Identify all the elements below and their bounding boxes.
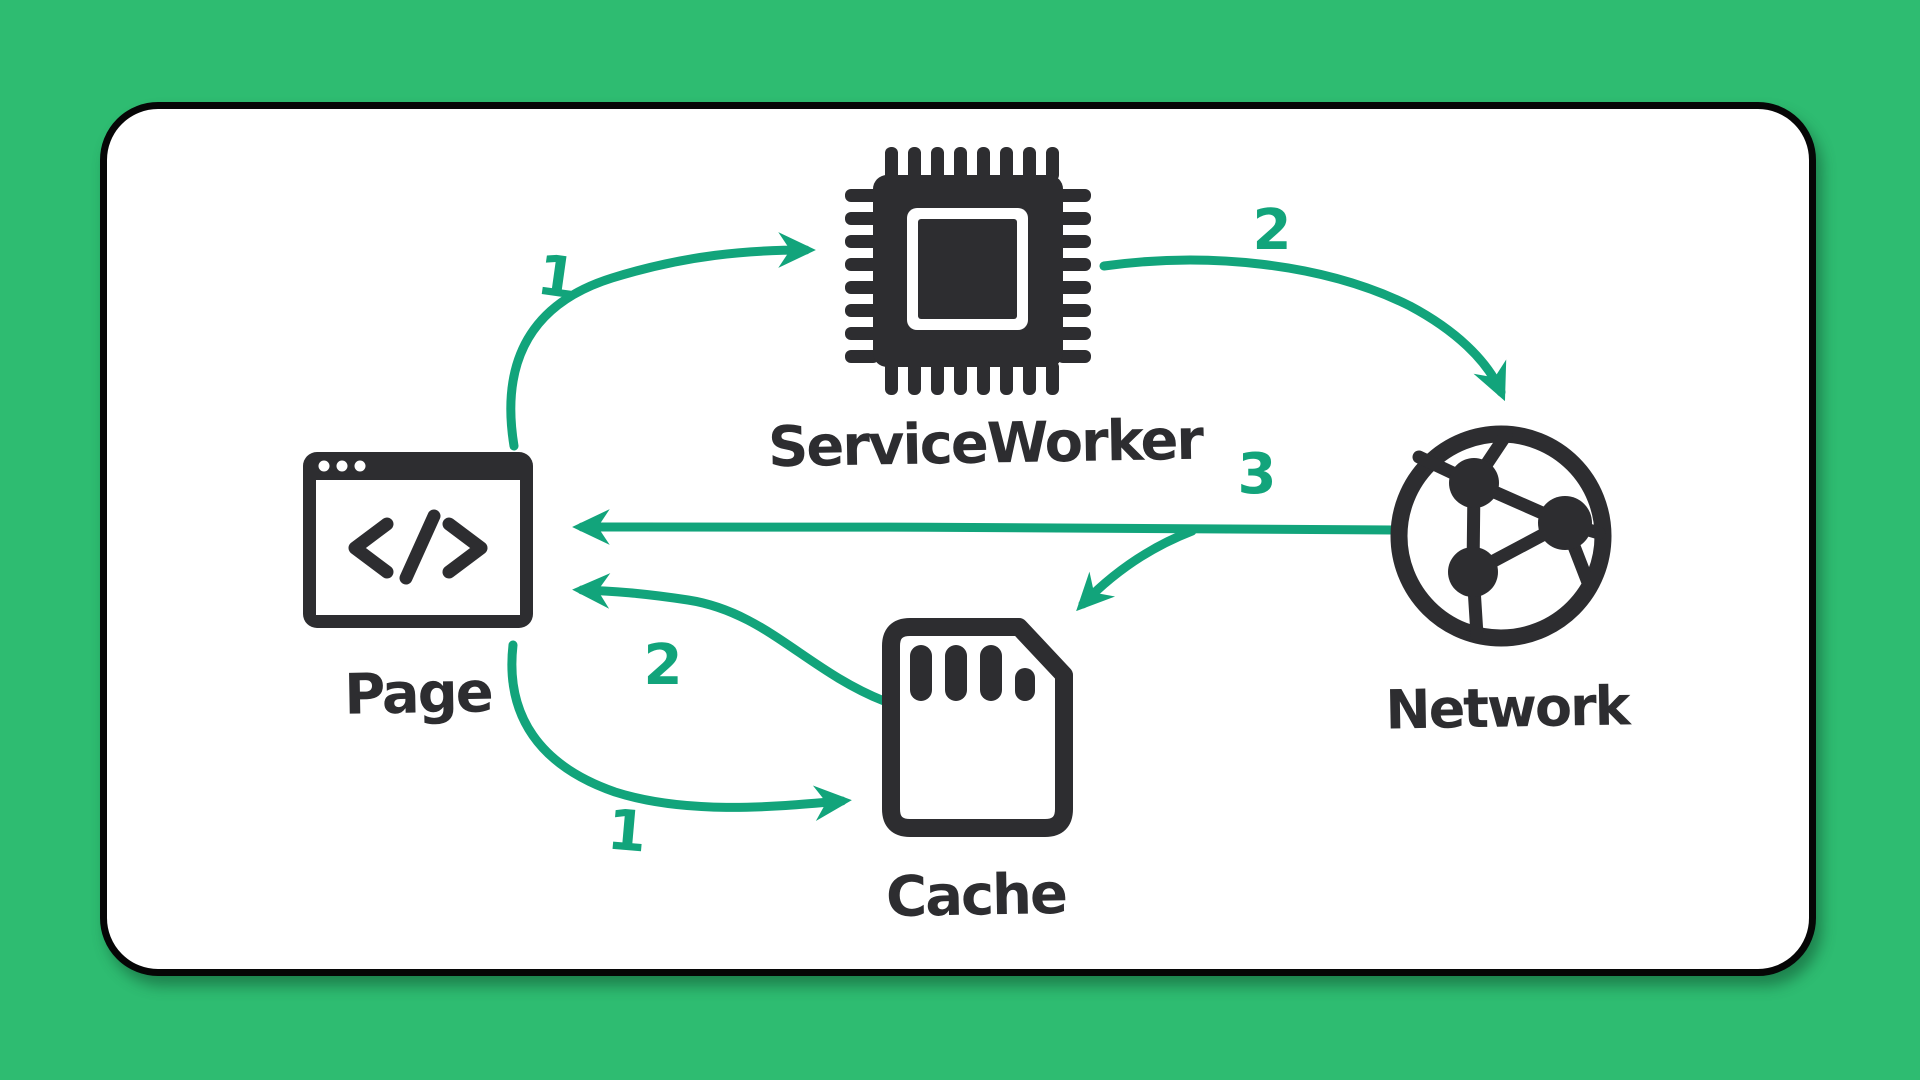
sd-card-icon [882,618,1073,837]
step-1-page-to-cache: 1 [604,797,650,866]
browser-window-code-icon [303,452,533,628]
step-3-network-to-page: 3 [1237,442,1277,507]
step-2-serviceworker-to-network: 2 [1252,198,1292,263]
globe-network-icon [1390,425,1612,647]
cpu-chip-icon [845,147,1091,395]
cache-label: Cache [885,861,1067,931]
step-2-cache-to-page: 2 [643,633,683,698]
step-1-page-to-serviceworker: 1 [533,242,581,313]
page-label: Page [343,660,493,728]
code-brackets-glyph [348,509,488,585]
serviceworker-label: ServiceWorker [767,407,1203,481]
network-label: Network [1384,674,1630,742]
